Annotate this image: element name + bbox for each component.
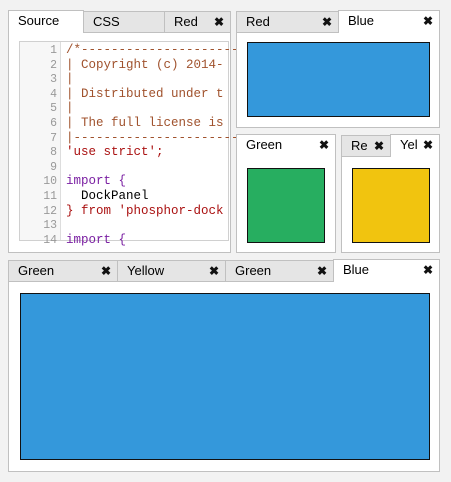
- code-text: | Copyright (c) 2014-: [66, 57, 224, 72]
- green-panel-tabbar: Green ✖: [236, 134, 336, 157]
- line-number: 10: [43, 175, 57, 189]
- line-number: 2: [50, 58, 57, 72]
- tab-label: Yel: [400, 137, 418, 152]
- tab-green-2[interactable]: Green ✖: [225, 260, 334, 281]
- code-text: |: [66, 72, 74, 87]
- line-number: 5: [50, 102, 57, 116]
- code-text: import {: [66, 174, 127, 189]
- line-number-gutter: [20, 42, 61, 240]
- line-number: 7: [50, 131, 57, 145]
- tab-label: Source: [18, 13, 60, 28]
- code-text: /*------------------------: [66, 43, 262, 57]
- code-text: DockPanel: [66, 189, 149, 203]
- green-panel: Green ✖: [236, 134, 336, 253]
- line-number: 13: [43, 219, 57, 233]
- tab-label: Red: [246, 14, 270, 29]
- blue-swatch: [20, 293, 430, 460]
- code-text: | Distributed under t: [66, 86, 224, 101]
- tab-label: CSS: [93, 14, 120, 29]
- code-panel-tabbar: Source CSS Red ✖: [8, 10, 231, 33]
- yellow-panel: Re ✖ Yel ✖: [341, 134, 440, 253]
- line-number: 4: [50, 87, 57, 101]
- close-icon[interactable]: ✖: [316, 264, 327, 278]
- blue-swatch: [247, 42, 430, 117]
- tab-label: Blue: [343, 262, 370, 277]
- tab-label: Green: [235, 263, 272, 278]
- close-icon[interactable]: ✖: [208, 264, 219, 278]
- blue-panel-tabbar: Red ✖ Blue ✖: [236, 10, 440, 33]
- close-icon[interactable]: ✖: [318, 138, 329, 152]
- close-icon[interactable]: ✖: [422, 138, 433, 152]
- tab-red[interactable]: Red ✖: [164, 11, 231, 32]
- tab-green[interactable]: Green ✖: [8, 260, 118, 281]
- tab-label: Green: [18, 263, 55, 278]
- line-number: 9: [50, 160, 57, 174]
- tab-green[interactable]: Green ✖: [236, 134, 336, 157]
- line-number: 3: [50, 73, 57, 87]
- line-number: 12: [43, 204, 57, 218]
- tab-label: Red: [174, 14, 198, 29]
- code-panel-content: 1 /*------------------------ 2 | Copyright …: [8, 32, 261, 253]
- code-panel: Source CSS Red ✖ 1 /*--------------------…: [8, 10, 261, 253]
- code-text: | The full license is: [66, 116, 224, 130]
- blue-panel: Red ✖ Blue ✖: [236, 10, 440, 128]
- tab-yellow[interactable]: Yel ✖: [390, 134, 440, 157]
- yellow-swatch: [352, 168, 430, 243]
- code-text: } from 'phosphor-dock: [66, 203, 224, 218]
- bottom-panel-content: [8, 281, 440, 472]
- green-panel-content: [236, 156, 336, 253]
- code-editor[interactable]: 1 /*------------------------ 2 | Copyright …: [19, 41, 261, 247]
- tab-css[interactable]: CSS: [83, 11, 165, 32]
- code-text: import {: [66, 232, 127, 247]
- blue-panel-content: [236, 32, 440, 128]
- bottom-panel: Green ✖ Yellow ✖ Green ✖ Blue ✖: [8, 259, 440, 472]
- tab-blue[interactable]: Blue ✖: [333, 259, 440, 282]
- tab-blue[interactable]: Blue ✖: [338, 10, 440, 33]
- tab-yellow[interactable]: Yellow ✖: [117, 260, 226, 281]
- tab-label: Green: [246, 137, 283, 152]
- bottom-panel-tabbar: Green ✖ Yellow ✖ Green ✖ Blue ✖: [8, 259, 440, 282]
- code-text: |: [66, 101, 74, 116]
- tab-label: Re: [351, 138, 368, 153]
- yellow-panel-tabbar: Re ✖ Yel ✖: [341, 134, 440, 157]
- code-text: 'use strict';: [66, 145, 164, 160]
- line-number: 1: [50, 44, 57, 57]
- line-number: 6: [50, 117, 57, 130]
- line-number: 8: [50, 146, 57, 160]
- tab-red[interactable]: Red ✖: [236, 11, 339, 32]
- line-number: 14: [43, 233, 57, 247]
- tab-source[interactable]: Source: [8, 10, 84, 33]
- close-icon[interactable]: ✖: [213, 15, 224, 29]
- close-icon[interactable]: ✖: [321, 15, 332, 29]
- green-swatch: [247, 168, 325, 243]
- close-icon[interactable]: ✖: [100, 264, 111, 278]
- close-icon[interactable]: ✖: [422, 263, 433, 277]
- code-text: |------------------------: [66, 130, 254, 145]
- close-icon[interactable]: ✖: [373, 139, 384, 153]
- close-icon[interactable]: ✖: [422, 14, 433, 28]
- tab-label: Yellow: [127, 263, 165, 278]
- yellow-panel-content: [341, 156, 440, 253]
- line-number: 11: [43, 190, 57, 203]
- tab-red[interactable]: Re ✖: [341, 135, 391, 156]
- tab-label: Blue: [348, 13, 375, 28]
